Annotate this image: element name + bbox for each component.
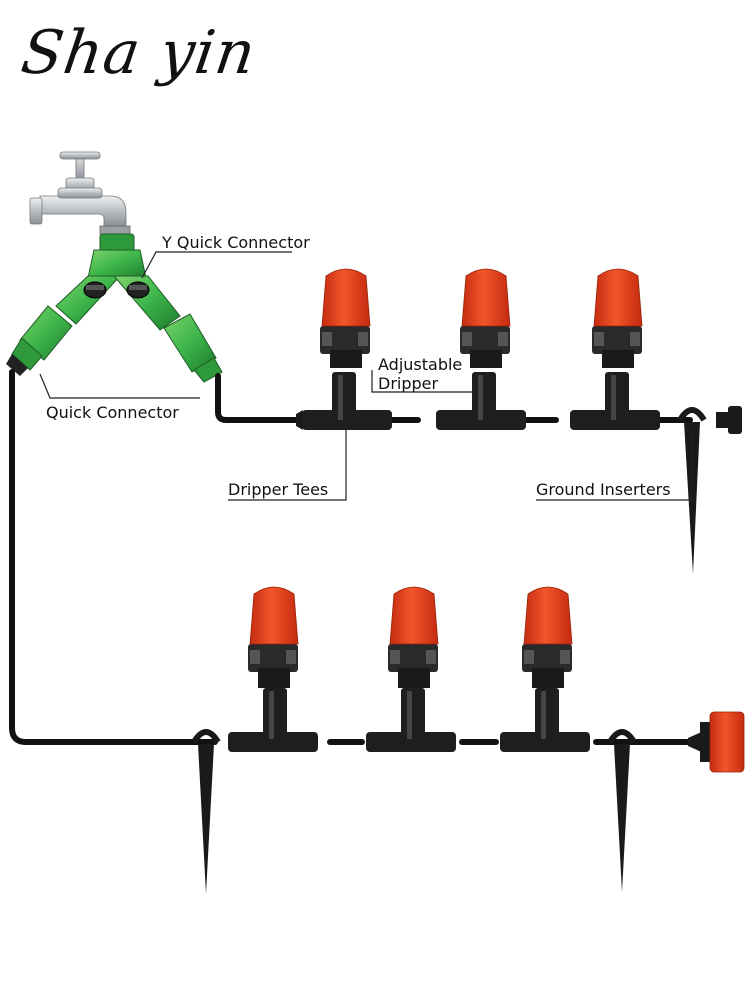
adjustable-dripper-lower-1 [248,586,299,688]
adjustable-dripper-lower-2 [388,586,439,688]
faucet-icon [29,151,131,235]
label-adjustable-dripper: Adjustable Dripper [378,355,463,393]
dripper-tee-lower-1 [228,688,318,752]
drip-tubing [9,369,693,745]
adjustable-dripper-upper-2 [460,268,511,368]
quick-connector-left [6,305,73,376]
adjustable-dripper-upper-1 [320,268,371,368]
quick-connector-right [163,313,223,383]
label-quick-connector: Quick Connector [46,403,179,422]
brand-logo: Sha yin [17,18,261,88]
label-ground-inserters: Ground Inserters [536,480,671,499]
y-quick-connector [55,233,181,331]
dripper-tee-lower-3 [500,688,590,752]
ground-inserter-lower-left [191,729,221,894]
dripper-tee-upper-3 [570,372,660,430]
leader-lines [39,251,693,501]
dripper-tee-upper-2 [436,372,526,430]
dripper-tee-lower-2 [366,688,456,752]
label-dripper-tees: Dripper Tees [228,480,329,499]
label-y-quick-connector: Y Quick Connector [162,233,310,252]
end-plug-upper [716,406,742,434]
adjustable-dripper-upper-3 [592,268,643,368]
ground-inserter-lower-right [607,729,637,892]
end-dripper-red [688,711,745,773]
dripper-tee-upper-1 [296,372,392,430]
adjustable-dripper-lower-3 [522,586,573,688]
